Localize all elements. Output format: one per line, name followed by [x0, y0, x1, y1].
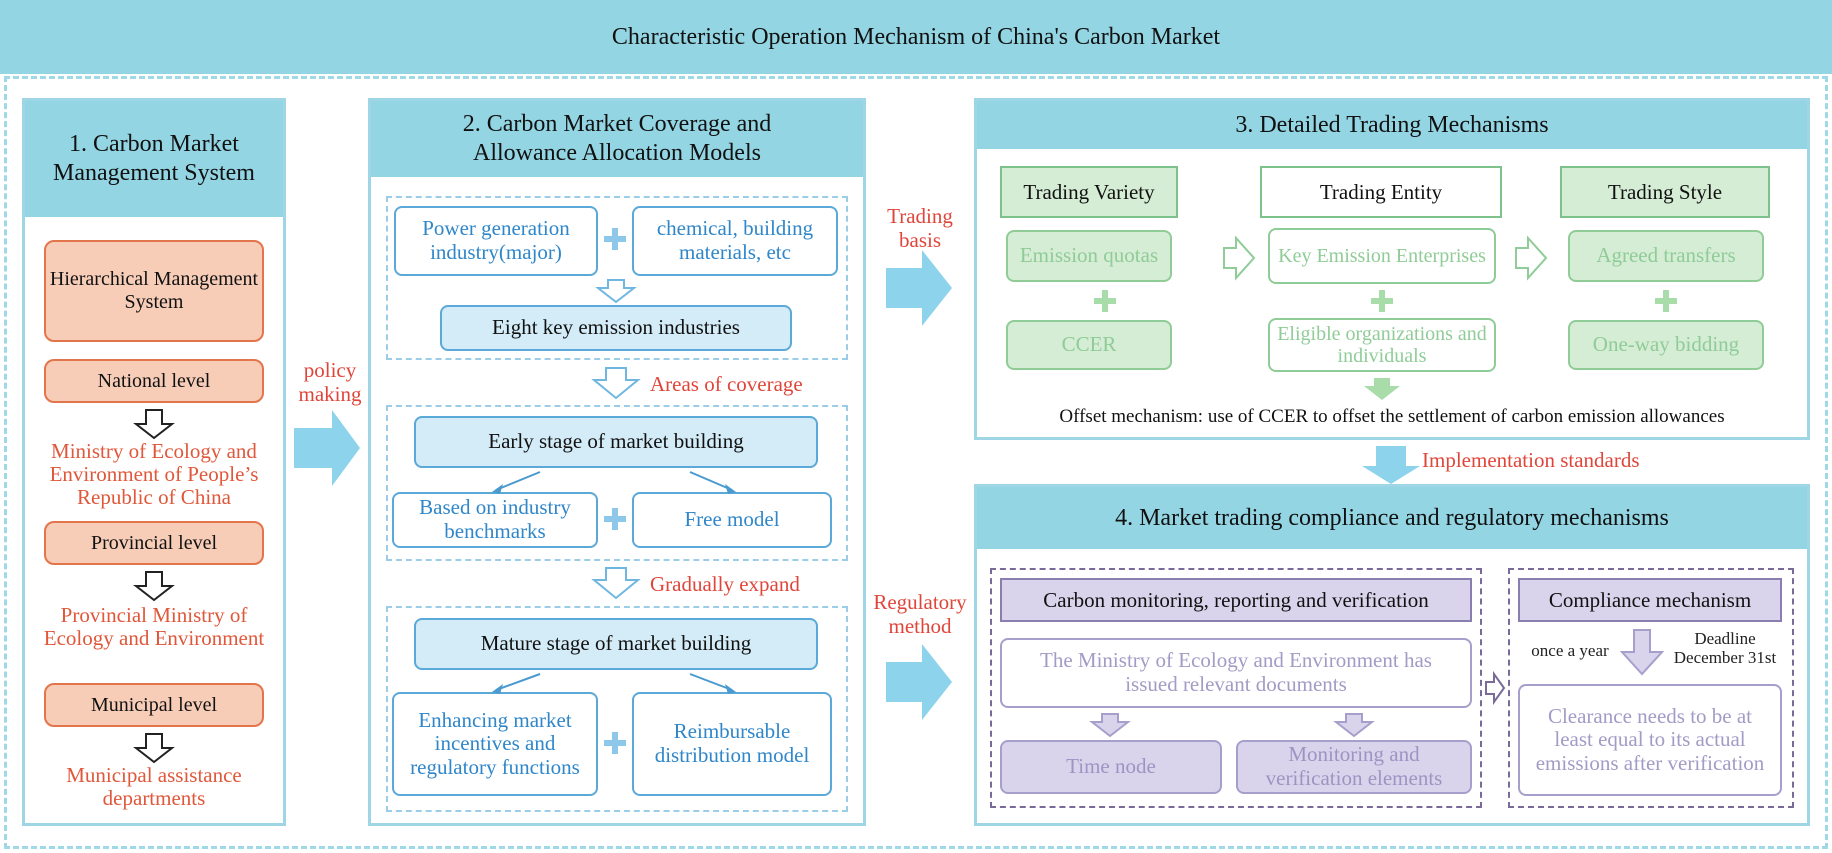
trading-basis-label: Trading basis [887, 204, 953, 253]
section-3-title: 3. Detailed Trading Mechanisms [977, 101, 1807, 149]
policy-making-label: policy making [298, 358, 362, 407]
outer-dashed-border [4, 76, 1828, 849]
once-a-year-text: once a year [1531, 641, 1609, 660]
early-stage-group [386, 405, 848, 561]
areas-of-coverage-label: Areas of coverage [650, 372, 803, 396]
mrv-header: Carbon monitoring, reporting and verific… [1000, 578, 1472, 622]
mrv-group [990, 568, 1482, 808]
compliance-header: Compliance mechanism [1518, 578, 1782, 622]
industry-benchmarks-box: Based on industry benchmarks [392, 492, 598, 548]
regulatory-method-label: Regulatory method [873, 590, 967, 639]
national-org-text: Ministry of Ecology and Environment of P… [49, 439, 259, 510]
market-incentives-box: Enhancing market incentives and regulato… [392, 692, 598, 796]
offset-mechanism-text: Offset mechanism: use of CCER to offset … [1059, 406, 1725, 427]
plus-icon [1094, 290, 1116, 312]
trading-variety-header: Trading Variety [1000, 166, 1178, 218]
power-generation-box: Power generation industry(major) [394, 206, 598, 276]
agreed-transfers-box: Agreed transfers [1568, 230, 1764, 282]
ministry-documents-box: The Ministry of Ecology and Environment … [1000, 638, 1472, 708]
eligible-organizations-box: Eligible organizations and individuals [1268, 318, 1496, 372]
plus-icon [1371, 290, 1393, 312]
plus-icon [604, 732, 626, 754]
one-way-bidding-box: One-way bidding [1568, 320, 1764, 370]
provincial-org-text: Provincial Ministry of Ecology and Envir… [43, 603, 265, 651]
hierarchical-management-box: Hierarchical Management System [44, 240, 264, 342]
national-level-box: National level [44, 359, 264, 403]
mature-stage-group [386, 606, 848, 812]
ccer-box: CCER [1006, 320, 1172, 370]
compliance-group [1508, 568, 1794, 808]
mature-stage-box: Mature stage of market building [414, 618, 818, 670]
early-stage-box: Early stage of market building [414, 416, 818, 468]
plus-icon [1655, 290, 1677, 312]
verification-elements-box: Monitoring and verification elements [1236, 740, 1472, 794]
trading-entity-header: Trading Entity [1260, 166, 1502, 218]
time-node-box: Time node [1000, 740, 1222, 794]
municipal-org-text: Municipal assistance departments [66, 763, 242, 811]
reimbursable-model-box: Reimbursable distribution model [632, 692, 832, 796]
coverage-group [386, 196, 848, 360]
provincial-level-box: Provincial level [44, 521, 264, 565]
free-model-box: Free model [632, 492, 832, 548]
diagram-title: Characteristic Operation Mechanism of Ch… [0, 0, 1832, 74]
key-enterprises-box: Key Emission Enterprises [1268, 228, 1496, 284]
gradually-expand-label: Gradually expand [650, 572, 800, 596]
municipal-level-box: Municipal level [44, 683, 264, 727]
eight-industries-box: Eight key emission industries [440, 305, 792, 351]
plus-icon [604, 508, 626, 530]
plus-icon [604, 228, 626, 250]
section-4-title: 4. Market trading compliance and regulat… [977, 487, 1807, 549]
implementation-standards-label: Implementation standards [1422, 448, 1640, 472]
emission-quotas-box: Emission quotas [1006, 230, 1172, 282]
trading-style-header: Trading Style [1560, 166, 1770, 218]
deadline-text: Deadline December 31st [1673, 629, 1777, 667]
section-1-title: 1. Carbon Market Management System [25, 101, 283, 217]
chemical-materials-box: chemical, building materials, etc [632, 206, 838, 276]
section-2-title: 2. Carbon Market Coverage and Allowance … [371, 101, 863, 177]
clearance-box: Clearance needs to be at least equal to … [1518, 684, 1782, 796]
